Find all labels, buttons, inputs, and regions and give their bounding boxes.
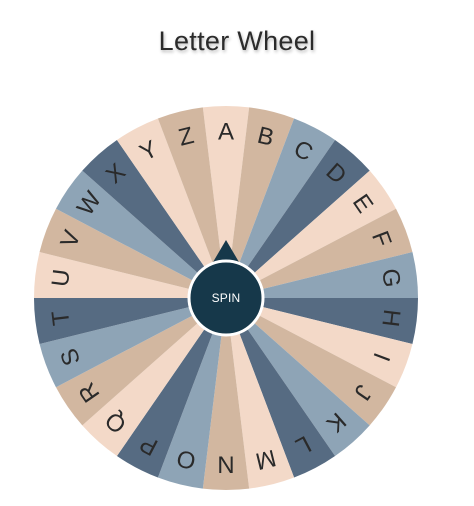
wheel-letter-u: U	[47, 268, 76, 288]
wheel-segment-s[interactable]	[39, 298, 226, 388]
wheel-segment-d[interactable]	[226, 139, 370, 298]
wheel-letter-t: T	[47, 309, 76, 327]
wheel-segment-k[interactable]	[226, 298, 370, 457]
wheel-segment-p[interactable]	[116, 298, 226, 478]
wheel-segment-r[interactable]	[55, 298, 226, 426]
wheel-segment-i[interactable]	[226, 298, 413, 388]
wheel-segment-h[interactable]	[226, 298, 418, 344]
spin-button-label[interactable]: SPIN	[212, 291, 241, 305]
wheel-letter-g: G	[376, 267, 405, 289]
wheel-segment-q[interactable]	[82, 298, 226, 457]
spin-button-circle[interactable]	[187, 259, 265, 337]
spin-button[interactable]: SPIN	[187, 240, 265, 337]
wheel-segment-u[interactable]	[34, 252, 226, 298]
wheel-segment-z[interactable]	[157, 107, 226, 299]
wheel-segment-o[interactable]	[157, 298, 226, 489]
wheel-segment-g[interactable]	[226, 252, 418, 298]
wheel-letter-a: A	[218, 119, 234, 146]
wheel-letter-h: H	[376, 308, 405, 328]
wheel-segment-m[interactable]	[226, 298, 295, 489]
wheel-segment-b[interactable]	[226, 107, 295, 299]
wheel-segments[interactable]	[34, 106, 418, 490]
wheel-letter-n: N	[217, 451, 234, 478]
wheel-letter-z: Z	[176, 122, 197, 152]
wheel-segment-t[interactable]	[34, 298, 226, 344]
wheel-segment-a[interactable]	[202, 106, 250, 298]
wheel-segment-f[interactable]	[226, 208, 413, 298]
wheel-segment-w[interactable]	[55, 170, 226, 298]
wheel-letter-b: B	[255, 122, 277, 152]
wheel-segment-n[interactable]	[202, 298, 250, 490]
wheel-segment-x[interactable]	[82, 139, 226, 298]
wheel-segment-c[interactable]	[226, 118, 336, 298]
wheel-segment-y[interactable]	[116, 118, 226, 298]
wheel-segment-l[interactable]	[226, 298, 336, 478]
wheel-segment-j[interactable]	[226, 298, 397, 426]
wheel-segment-v[interactable]	[39, 208, 226, 298]
wheel-segment-e[interactable]	[226, 170, 397, 298]
page-title: Letter Wheel	[158, 26, 316, 56]
